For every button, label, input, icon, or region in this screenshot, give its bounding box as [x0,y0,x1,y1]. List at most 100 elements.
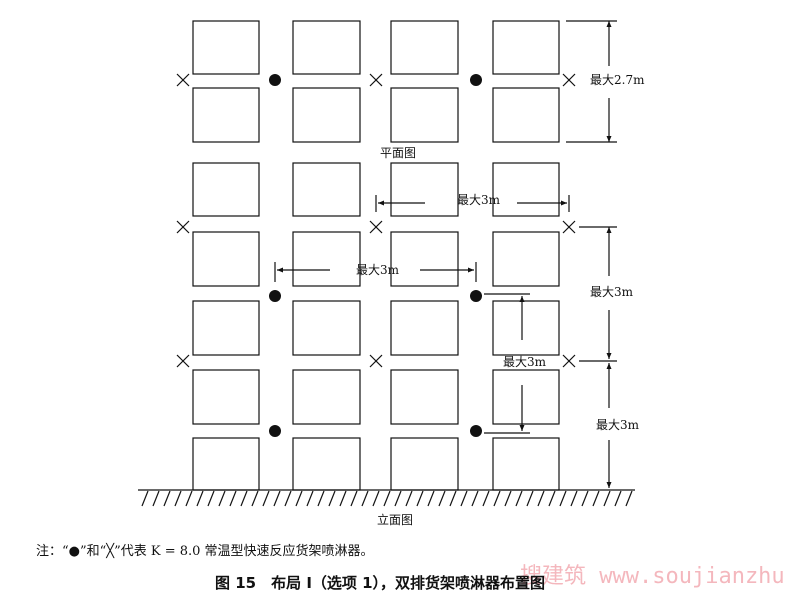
rack-box-elevation [390,162,459,217]
rack-box-elevation [192,437,260,491]
ground-hatch [295,490,303,507]
ground-hatch [570,490,578,507]
rack-box-elevation [390,231,459,287]
sprinkler-x-icon [562,73,576,87]
elevation-dim-right-lower: 最大3m [596,418,640,432]
ground-hatch [537,490,545,507]
sprinkler-dot-icon [470,74,482,86]
sprinkler-dot-icon [470,290,482,302]
elevation-dim-upper-horizontal: 最大3m [457,193,501,207]
ground-hatch [405,490,413,507]
plan-view-label: 平面图 [380,146,416,160]
ground-hatch [438,490,446,507]
rack-box-elevation [192,369,260,425]
rack-box-plan [192,20,260,75]
ground-hatch [460,490,468,507]
ground-hatch [273,490,281,507]
ground-hatch [493,490,501,507]
ground-hatch [504,490,512,507]
ground-hatch [625,490,633,507]
rack-box-elevation [492,369,560,425]
ground-hatch [306,490,314,507]
ground-hatch [416,490,424,507]
ground-hatch [394,490,402,507]
rack-box-elevation [292,369,361,425]
ground-hatch [152,490,160,507]
sprinkler-dot-icon [269,425,281,437]
ground-hatch [515,490,523,507]
arrowhead-icon [606,21,612,27]
ground-hatch [548,490,556,507]
rack-box-elevation [492,300,560,356]
elevation-view-label: 立面图 [377,512,413,527]
sprinkler-dot-icon [269,290,281,302]
watermark: 搜建筑 www.soujianzhu.cn [520,564,788,589]
ground-hatch [482,490,490,507]
ground-hatch [559,490,567,507]
arrowhead-icon [468,267,474,273]
sprinkler-dot-icon [269,74,281,86]
ground-hatch [603,490,611,507]
rack-box-elevation [492,231,560,287]
elevation-dim-inner: 最大3m [503,355,547,369]
rack-box-plan [192,87,260,143]
arrowhead-icon [606,482,612,488]
sprinkler-dot-icon [470,425,482,437]
ground-hatch [240,490,248,507]
ground-hatch [339,490,347,507]
ground-hatch [163,490,171,507]
rack-box-elevation [390,300,459,356]
elevation-dim-right-upper: 最大3m [590,285,634,299]
rack-box-elevation [292,231,361,287]
rack-box-plan [292,87,361,143]
rack-box-elevation [492,437,560,491]
ground-hatch [372,490,380,507]
ground-hatch [174,490,182,507]
ground-hatch [317,490,325,507]
ground-hatch [185,490,193,507]
arrowhead-icon [606,227,612,233]
ground-hatch [229,490,237,507]
arrowhead-icon [606,363,612,369]
ground-hatch [471,490,479,507]
arrowhead-icon [378,200,384,206]
rack-box-elevation [492,162,560,217]
rack-box-elevation [292,437,361,491]
rack-box-elevation [292,300,361,356]
sprinkler-x-icon [176,220,190,234]
ground-hatch [218,490,226,507]
rack-box-plan [390,20,459,75]
rack-box-elevation [192,231,260,287]
ground-hatch [196,490,204,507]
ground-hatch [427,490,435,507]
rack-box-elevation [192,300,260,356]
legend-note: 注：“●”和“╳”代表 K = 8.0 常温型快速反应货架喷淋器。 [36,542,374,559]
rack-box-plan [492,87,560,143]
ground-hatch [141,490,149,507]
rack-box-plan [292,20,361,75]
ground-hatch [207,490,215,507]
sprinkler-x-icon [176,354,190,368]
arrowhead-icon [561,200,567,206]
arrowhead-icon [606,136,612,142]
arrowhead-icon [606,353,612,359]
sprinkler-x-icon [562,354,576,368]
arrowhead-icon [277,267,283,273]
rack-box-elevation [292,162,361,217]
sprinkler-x-icon [369,220,383,234]
sprinkler-x-icon [176,73,190,87]
figure-title: 图 15 布局 I（选项 1），双排货架喷淋器布置图 [215,574,545,592]
elevation-dim-lower-horizontal: 最大3m [356,263,400,277]
ground-hatch [328,490,336,507]
rack-box-plan [492,20,560,75]
ground-hatch [592,490,600,507]
plan-dimension-label: 最大2.7m [590,73,645,87]
ground-hatch [361,490,369,507]
rack-box-plan [390,87,459,143]
rack-box-elevation [390,437,459,491]
rack-box-elevation [192,162,260,217]
sprinkler-x-icon [369,73,383,87]
arrowhead-icon [519,425,525,431]
ground-hatch [614,490,622,507]
